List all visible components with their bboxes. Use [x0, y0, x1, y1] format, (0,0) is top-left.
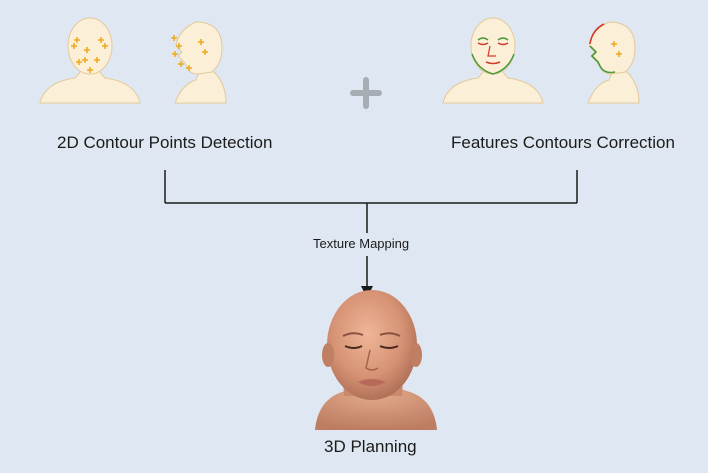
side-head-landmarks-icon: [171, 21, 227, 104]
contour-points-detection-label: 2D Contour Points Detection: [57, 133, 273, 152]
3d-planning-label: 3D Planning: [324, 437, 417, 456]
texture-mapping-label: Texture Mapping: [311, 236, 412, 251]
3d-face-icon: [315, 290, 437, 430]
connector-lines: [164, 170, 578, 298]
front-head-landmarks-icon: [39, 17, 141, 104]
plus-icon: [350, 77, 382, 109]
front-head-contours-icon: [442, 17, 544, 104]
features-contours-correction-label: Features Contours Correction: [451, 133, 675, 152]
side-head-contours-icon: [587, 21, 640, 104]
